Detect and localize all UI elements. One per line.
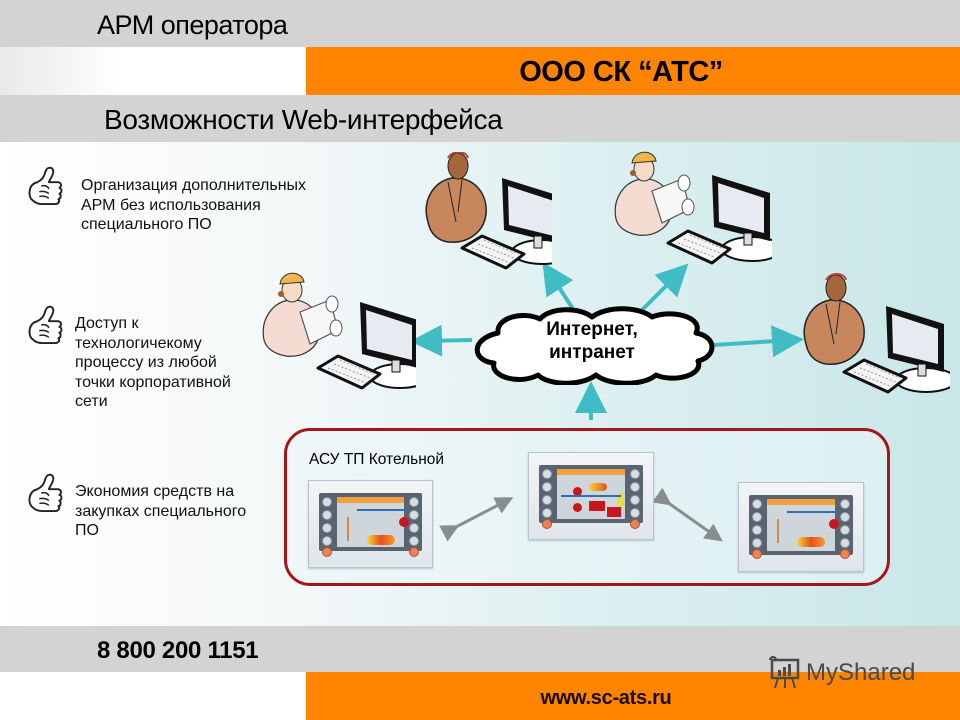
subtitle-band xyxy=(0,95,960,142)
header-band-top xyxy=(0,0,960,47)
hmi-panel-left xyxy=(308,480,433,568)
hmi-panel-right xyxy=(738,482,864,572)
arrow-to-right xyxy=(713,325,804,358)
header-band-white xyxy=(0,47,306,95)
arrow-to-top-right xyxy=(638,263,689,314)
footer-band-orange xyxy=(306,672,960,720)
hmi-panel-center xyxy=(528,452,654,540)
workstation-operator-top-left xyxy=(425,152,552,270)
bullet-item: Экономия средств на закупках специальног… xyxy=(75,483,247,539)
presentation-board-icon xyxy=(769,656,800,689)
arrow-to-top-left xyxy=(542,261,577,314)
company-name: ООО СК “АТС” xyxy=(519,56,723,88)
watermark: MyShared xyxy=(768,656,915,690)
workstation-engineer-left xyxy=(262,272,416,390)
bullet-item: Организация дополнительных АРМ без испол… xyxy=(81,177,307,233)
header-band-orange xyxy=(306,47,960,95)
phone-number: 8 800 200 1151 xyxy=(97,637,259,664)
internet-cloud-icon xyxy=(474,306,715,385)
page-title: АРМ оператора xyxy=(97,10,288,40)
slide-subtitle: Возможности Web-интерфейса xyxy=(104,104,503,135)
arrow-to-left xyxy=(410,324,473,357)
watermark-text: MyShared xyxy=(806,659,916,686)
workstation-engineer-top-right xyxy=(614,151,772,265)
workstation-operator-right xyxy=(803,273,950,394)
footer-band-white xyxy=(0,672,306,720)
boiler-system-label: АСУ ТП Котельной xyxy=(309,451,445,468)
cloud-label: Интернет, интранет xyxy=(546,319,638,363)
website-link[interactable]: www.sc-ats.ru xyxy=(540,687,672,709)
footer-band-gray xyxy=(0,626,960,672)
bullet-item: Доступ к технологичекому процессу из люб… xyxy=(75,315,231,410)
